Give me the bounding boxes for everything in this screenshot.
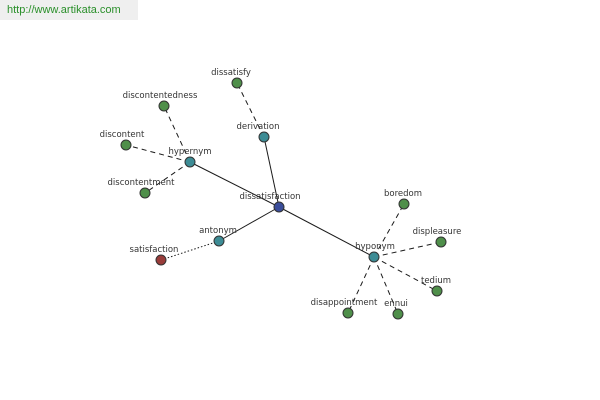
node-label-hypernym: hypernym [168,147,211,157]
node-displeasure[interactable]: displeasure [413,227,462,248]
node-label-displeasure: displeasure [413,227,462,237]
node-marker-tedium[interactable] [431,285,443,297]
node-marker-ennui[interactable] [392,308,404,320]
node-label-discontentedness: discontentedness [123,91,198,101]
node-derivation[interactable]: derivation [236,122,280,143]
node-marker-disappointment[interactable] [342,307,354,319]
edge-dissatisfaction-hypernym [189,161,280,208]
edges-layer [125,82,442,315]
edge-hyponym-boredom [373,203,405,258]
node-ennui[interactable]: ennui [384,299,408,320]
node-label-dissatisfy: dissatisfy [211,68,251,78]
edge-hyponym-disappointment [347,256,375,314]
node-marker-discontent[interactable] [120,139,132,151]
node-label-antonym: antonym [199,226,237,236]
edge-hyponym-ennui [373,256,399,315]
node-discontentment[interactable]: discontentment [108,178,176,199]
node-label-derivation: derivation [236,122,279,132]
node-disappointment[interactable]: disappointment [311,298,378,319]
node-marker-discontentment[interactable] [139,187,151,199]
edge-derivation-dissatisfy [236,82,265,138]
node-satisfaction[interactable]: satisfaction [130,245,179,266]
node-marker-derivation[interactable] [258,131,270,143]
node-label-dissatisfaction: dissatisfaction [239,192,300,202]
node-tedium[interactable]: tedium [421,276,451,297]
node-marker-dissatisfy[interactable] [231,77,243,89]
node-marker-boredom[interactable] [398,198,410,210]
node-label-satisfaction: satisfaction [130,245,179,255]
node-hypernym[interactable]: hypernym [168,147,212,168]
source-url[interactable]: http://www.artikata.com [7,4,121,16]
edge-hyponym-displeasure [373,241,442,258]
node-marker-hypernym[interactable] [184,156,196,168]
node-label-boredom: boredom [384,189,422,199]
node-dissatisfy[interactable]: dissatisfy [211,68,251,89]
node-marker-discontentedness[interactable] [158,100,170,112]
edge-hypernym-discontentedness [163,105,191,163]
edge-hyponym-tedium [373,256,438,292]
node-marker-satisfaction[interactable] [155,254,167,266]
edge-dissatisfaction-derivation [263,136,280,208]
node-label-ennui: ennui [384,299,408,309]
node-label-discontent: discontent [100,130,145,140]
node-label-discontentment: discontentment [108,178,176,188]
node-boredom[interactable]: boredom [384,189,422,210]
node-antonym[interactable]: antonym [199,226,237,247]
node-marker-antonym[interactable] [213,235,225,247]
node-dissatisfaction[interactable]: dissatisfaction [239,192,301,213]
node-marker-dissatisfaction[interactable] [273,201,285,213]
source-url-bar: http://www.artikata.com [0,0,138,20]
node-discontent[interactable]: discontent [100,130,145,151]
node-marker-hyponym[interactable] [368,251,380,263]
edge-hypernym-discontent [125,144,191,163]
node-label-hyponym: hyponym [355,242,395,252]
edge-hypernym-discontentment [144,161,191,194]
edge-dissatisfaction-hyponym [278,206,375,258]
edge-dissatisfaction-antonym [218,206,280,242]
node-label-tedium: tedium [421,276,451,286]
node-marker-displeasure[interactable] [435,236,447,248]
node-hyponym[interactable]: hyponym [355,242,395,263]
node-discontentedness[interactable]: discontentedness [123,91,198,112]
nodes-layer: dissatisfaction hypernym derivation antonym… [100,68,462,320]
node-label-disappointment: disappointment [311,298,378,308]
